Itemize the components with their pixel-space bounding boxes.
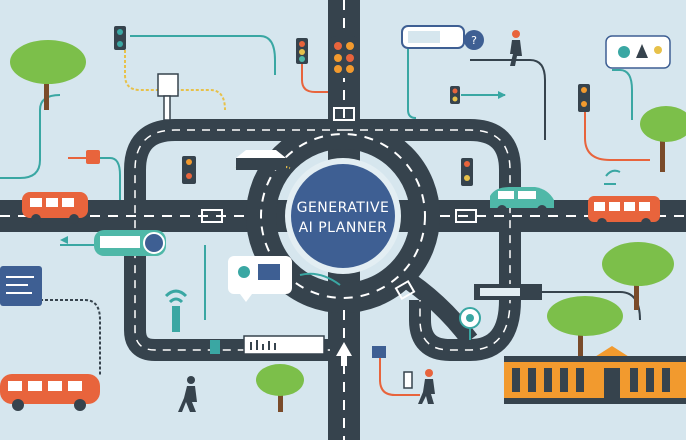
wire [130, 35, 276, 75]
bus-icon [0, 374, 100, 411]
traffic-light-icon [578, 84, 590, 112]
bike-icon [604, 169, 621, 185]
connection-wires [0, 35, 650, 396]
arrow-icon [60, 91, 506, 244]
hub-title-line-1: GENERATIVE [297, 200, 390, 216]
signal-tower-icon [164, 289, 188, 332]
wire [40, 299, 101, 375]
chat-bubble-icon [228, 256, 292, 302]
bus-icon [22, 192, 88, 224]
wire [100, 157, 121, 200]
pedestrian-icon [178, 376, 197, 412]
car-icon [490, 187, 554, 215]
tree-icon [10, 40, 86, 110]
hub-title-line-2: AI PLANNER [299, 220, 388, 236]
tree-icon [256, 364, 304, 412]
signal-tower-icon [157, 73, 179, 121]
loop-marking [345, 129, 511, 351]
wire [299, 272, 341, 286]
loop-marking [134, 129, 345, 351]
central-hub[interactable]: GENERATIVE AI PLANNER [285, 158, 401, 274]
diagonal-road [395, 267, 478, 346]
wire [124, 40, 226, 111]
road-sign [201, 209, 223, 223]
road-sign [333, 107, 355, 121]
traffic-light-icon [296, 38, 308, 64]
pin-icon [459, 307, 481, 329]
wire [379, 358, 420, 396]
traffic-light-icon [182, 156, 196, 184]
display-panel-icon [0, 266, 42, 306]
wire [612, 69, 633, 120]
tree-icon [640, 106, 686, 172]
tree-icon [602, 242, 674, 310]
building-icon [504, 346, 686, 404]
camera-icon [236, 150, 286, 170]
info-sign-icon: ? [401, 25, 484, 50]
data-bar-icon [243, 335, 325, 355]
wire [470, 59, 546, 140]
road-sign [394, 279, 416, 301]
wire [301, 62, 328, 93]
hub-core [291, 164, 395, 268]
wire [540, 291, 641, 321]
car-icon [94, 230, 166, 256]
svg-text:?: ? [471, 34, 477, 47]
wire [407, 48, 417, 119]
sensor-icon [372, 346, 413, 389]
traffic-light-icon [114, 26, 126, 50]
chat-bubble-icon [605, 35, 671, 69]
traffic-light-icon [450, 86, 460, 104]
traffic-light-icon [461, 158, 473, 186]
wire [584, 112, 650, 161]
arrow-marking [336, 342, 352, 366]
cable-plug-icon [86, 150, 220, 354]
road-sign [455, 209, 477, 223]
display-panel-icon [474, 284, 542, 300]
pedestrian-icon [510, 30, 522, 66]
pedestrian-icon [418, 369, 435, 404]
bus-icon [588, 196, 660, 228]
roundabout-marking [260, 133, 426, 299]
traffic-light-icon [330, 36, 358, 78]
tree-icon [547, 296, 623, 356]
